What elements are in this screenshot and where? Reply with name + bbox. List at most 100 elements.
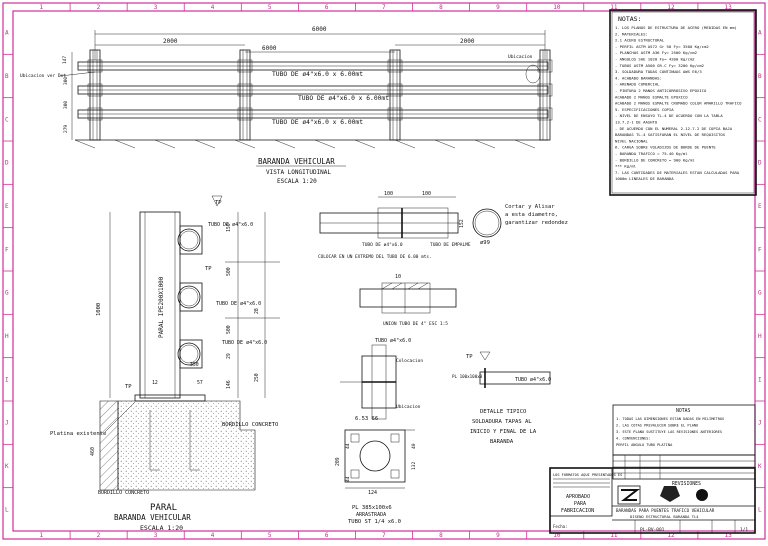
drawing-title: BARANDAS PARA PUENTES TRAFICO VEHICULAR bbox=[616, 508, 715, 513]
plate-dims-top: 6.53 66 bbox=[355, 416, 378, 422]
vdim-4: 279 bbox=[63, 125, 69, 133]
note-line: - PLANCHAS ASTM A36 Fy= 2500 Kg/cm2 bbox=[615, 50, 698, 55]
grid-col-bottom-8: 8 bbox=[439, 532, 443, 539]
grid-row-right-K: K bbox=[758, 463, 762, 470]
vdim-1: 147 bbox=[62, 56, 68, 64]
grid-row-right-F: F bbox=[758, 246, 762, 253]
note-line: 5. ESPECIFICACIONES COPIA bbox=[615, 107, 674, 112]
legend-line: 2. LAS COTAS PREVALECEN SOBRE EL PLANO bbox=[616, 424, 698, 428]
tp-side: TP bbox=[125, 384, 132, 390]
plate-label-3: TUBO ST 1/4 x6.0 bbox=[348, 519, 401, 525]
grid-col-bottom-2: 2 bbox=[97, 532, 101, 539]
note-line: - TUBOS ASTM A500 GR.C Fy= 3200 Kg/cm2 bbox=[615, 63, 705, 68]
note-line: 2. MATERIALES: bbox=[615, 31, 648, 36]
note-line: ACABADO 2 MANOS ESMALTE CROMADO COLOR AM… bbox=[615, 101, 742, 106]
note-line: 1. LOS PLANOS DE ESTRUCTURA DE ACERO (ME… bbox=[615, 25, 737, 30]
grid-row-right-I: I bbox=[758, 376, 762, 383]
plate-dim-209: 209 bbox=[335, 457, 341, 466]
date-label: Fecha: bbox=[553, 524, 567, 529]
plate-small: PL 100x100x8 bbox=[452, 374, 483, 379]
dim-12: 12 bbox=[152, 380, 158, 386]
grid-col-bottom-10: 10 bbox=[553, 532, 561, 539]
section-subtitle: BARANDA VEHICULAR bbox=[114, 513, 191, 522]
grid-col-6: 6 bbox=[325, 4, 329, 11]
grid-row-right-L: L bbox=[758, 506, 762, 513]
detail-base-plate: 6.53 66 209 44 44 40 132 124 PL 385x100x… bbox=[335, 416, 417, 525]
dim-right: 2000 bbox=[460, 38, 475, 45]
elevation-scale: ESCALA 1:20 bbox=[277, 178, 317, 185]
note-line: ACABADO 2 MANOS ESMALTE EPOXICO bbox=[615, 94, 688, 99]
dim-57: 57 bbox=[197, 380, 203, 386]
dim-total-top: 6000 bbox=[312, 26, 327, 33]
cut-note-2: a esta diametro, bbox=[505, 212, 558, 218]
grid-row-I: I bbox=[5, 376, 9, 383]
detail-title-3: INICIO Y FINAL DE LA bbox=[470, 429, 537, 435]
tp-mid: TP bbox=[205, 266, 212, 272]
note-line: NIVEL NACIONAL bbox=[615, 138, 648, 143]
grid-col-12: 12 bbox=[667, 4, 675, 11]
tube-c: TUBO ø4"x6.0 bbox=[375, 338, 411, 344]
grid-col-4: 4 bbox=[211, 4, 215, 11]
legend-line: PERFIL ANGULO TUBO PLATINA bbox=[616, 443, 673, 447]
tube-d: Colocacion bbox=[396, 358, 423, 364]
tube-e: TUBO ø4"x6.0 bbox=[515, 377, 551, 383]
grid-col-7: 7 bbox=[382, 4, 386, 11]
note-line: 2.1 ACERO ESTRUCTURAL bbox=[615, 38, 665, 43]
grid-row-F: F bbox=[5, 246, 9, 253]
company-box-4: FABRICACION bbox=[561, 508, 594, 514]
post-section-view: PARAL IPE200X1000 TUBO DE ø4"x6.0 TUBO D… bbox=[50, 195, 280, 532]
note-line: - BORDILLO DE CONCRETO = 900 Kg/ml bbox=[615, 157, 695, 162]
grid-row-right-B: B bbox=[758, 73, 762, 80]
dim-460: 460 bbox=[90, 447, 96, 456]
callout-left: Ubicacion ver Det bbox=[20, 73, 66, 79]
institution-logo bbox=[696, 489, 708, 501]
detail-title-1: DETALLE TIPICO bbox=[480, 409, 526, 415]
legend-title: NOTAS bbox=[676, 408, 691, 414]
note-line: 1000m LINEALES DE BARANDA bbox=[615, 176, 674, 181]
grid-row-A: A bbox=[5, 30, 9, 37]
circle-label: ø99 bbox=[480, 240, 490, 246]
curb-right: BORDILLO CONCRETO bbox=[222, 422, 278, 428]
grid-col-13: 13 bbox=[724, 4, 732, 11]
detail-union: 10 UNION TUBO DE 4" ESC 1:5 bbox=[359, 274, 457, 327]
grid-row-right-C: C bbox=[758, 116, 762, 123]
elevation-post bbox=[87, 49, 103, 141]
tube-label-low: TUBO DE ø4"x6.0 bbox=[222, 340, 267, 346]
grid-col-8: 8 bbox=[439, 4, 443, 11]
notes-heading: NOTAS: bbox=[618, 15, 641, 23]
dim-500a: 500 bbox=[226, 267, 232, 276]
pipe-label-3: TUBO DE ø4"x6.0 x 6.00mt bbox=[272, 119, 363, 126]
note-line: - ANGULOS SAE 1020 Fy= 4200 Kg/cm2 bbox=[615, 57, 695, 62]
pipe-label-1: TUBO DE ø4"x6.0 x 6.00mt bbox=[272, 71, 363, 78]
note-line: - DE ACUERDO CON EL NUMERAL 2.12.7.2 DE … bbox=[615, 126, 733, 131]
rev-header: REVISIONES bbox=[672, 481, 701, 487]
dim-250: 250 bbox=[254, 373, 260, 382]
section-title: PARAL bbox=[150, 503, 177, 513]
plate-dim-44b: 44 bbox=[345, 476, 351, 482]
grid-row-C: C bbox=[5, 116, 9, 123]
grid-col-5: 5 bbox=[268, 4, 272, 11]
grid-row-J: J bbox=[5, 420, 9, 427]
vdim-2: 300 bbox=[63, 77, 69, 85]
grid-col-bottom-11: 11 bbox=[610, 532, 618, 539]
grid-row-K: K bbox=[5, 463, 9, 470]
note-line: - NIVEL DE ENSAYO TL-4 DE ACUERDO CON LA… bbox=[615, 113, 723, 118]
company-box-3: PARA bbox=[574, 501, 586, 507]
legend-line: 1. TODAS LAS DIMENSIONES ESTAN DADAS EN … bbox=[616, 417, 724, 421]
grid-row-right-D: D bbox=[758, 160, 762, 167]
note-line: 4. ACABADO BARANDAS: bbox=[615, 75, 662, 80]
callout-right: Ubicacion bbox=[508, 54, 533, 60]
grid-row-D: D bbox=[5, 160, 9, 167]
detail-title-2: SOLDADURA TAPAS AL bbox=[472, 419, 532, 425]
dim-150: 150 bbox=[226, 223, 232, 232]
note-line: 13.7.2-1 DE AASHTO bbox=[615, 120, 658, 125]
grid-col-bottom-5: 5 bbox=[268, 532, 272, 539]
detail-title-4: BARANDA bbox=[490, 439, 514, 445]
grid-row-L: L bbox=[5, 506, 9, 513]
tube-a: TUBO DE ø4"x6.0 bbox=[362, 242, 403, 248]
dim-500b: 500 bbox=[226, 325, 232, 334]
legend-line: 4. CONVENCIONES: bbox=[616, 437, 651, 441]
detail-end-cap: TUBO ø4"x6.0 Colocacion Ubicacion bbox=[340, 338, 423, 420]
grid-row-right-G: G bbox=[758, 290, 762, 297]
